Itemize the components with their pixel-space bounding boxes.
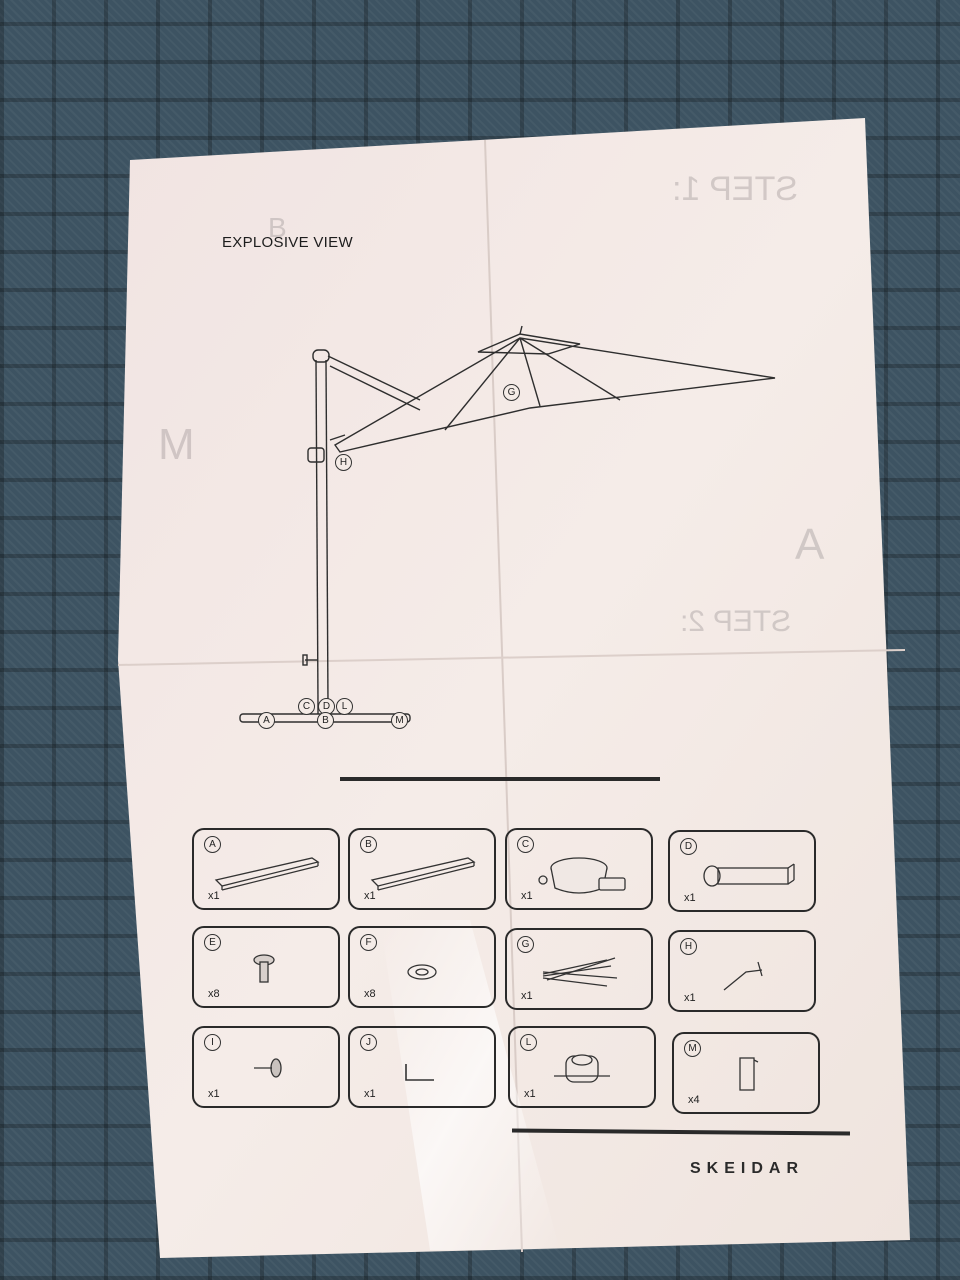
part-letter: G <box>517 936 534 953</box>
bleed-through-m: M <box>158 420 195 469</box>
diagram-callout-c: C <box>298 698 315 715</box>
crank-handle-icon <box>723 961 763 991</box>
part-quantity: x1 <box>364 1088 376 1100</box>
brand-logo: SKEIDAR <box>690 1160 805 1177</box>
washer-icon <box>407 964 437 980</box>
part-quantity: x1 <box>684 892 696 904</box>
part-letter: J <box>360 1034 377 1051</box>
knob-screw-icon <box>254 1058 282 1078</box>
part-quantity: x1 <box>208 890 220 902</box>
allen-key-icon <box>405 1064 434 1081</box>
diagram-callout-a: A <box>258 712 275 729</box>
part-quantity: x1 <box>521 990 533 1002</box>
part-letter: I <box>204 1034 221 1051</box>
part-quantity: x1 <box>521 890 533 902</box>
part-letter: F <box>360 934 377 951</box>
umbrella-canopy-icon <box>542 957 618 987</box>
square-tube-icon <box>703 863 795 887</box>
part-letter: H <box>680 938 697 955</box>
part-quantity: x1 <box>524 1088 536 1100</box>
diagram-callout-g: G <box>503 384 520 401</box>
diagram-callout-m: M <box>391 712 408 729</box>
part-letter: D <box>680 838 697 855</box>
bracket-icon <box>739 1057 759 1091</box>
part-letter: E <box>204 934 221 951</box>
diagram-callout-h: H <box>335 454 352 471</box>
part-quantity: x1 <box>364 890 376 902</box>
part-quantity: x1 <box>208 1088 220 1100</box>
diagram-callout-d: D <box>318 698 335 715</box>
bleed-through-a: A <box>795 520 825 569</box>
bleed-through-b: B <box>268 212 287 243</box>
part-letter: C <box>517 836 534 853</box>
base-hub-icon <box>538 857 626 894</box>
pole-collar-icon <box>554 1054 610 1083</box>
part-quantity: x4 <box>688 1094 700 1106</box>
part-quantity: x1 <box>684 992 696 1004</box>
diagram-callout-b: B <box>317 712 334 729</box>
part-letter: L <box>520 1034 537 1051</box>
bolt-icon <box>253 954 275 983</box>
part-letter: M <box>684 1040 701 1057</box>
part-letter: A <box>204 836 221 853</box>
part-letter: B <box>360 836 377 853</box>
base-beam-icon <box>214 857 320 891</box>
section-divider <box>340 777 660 781</box>
part-quantity: x8 <box>208 988 220 1000</box>
base-beam-icon <box>370 857 476 891</box>
diagram-callout-l: L <box>336 698 353 715</box>
page-title: EXPLOSIVE VIEW <box>222 234 353 251</box>
part-quantity: x8 <box>364 988 376 1000</box>
